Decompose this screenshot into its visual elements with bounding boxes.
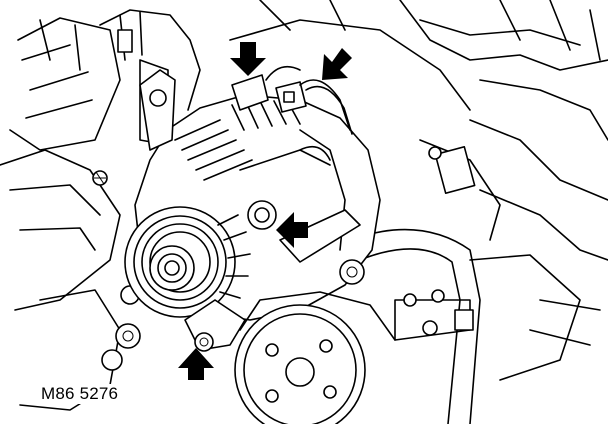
alternator (124, 69, 381, 352)
engine-bay-right-background (229, 0, 608, 381)
callout-arrow-connector-left (230, 42, 266, 76)
callout-arrow-bolt-lower (178, 348, 214, 380)
callout-arrow-bolt-upper (276, 212, 308, 248)
alternator-connectors (231, 65, 353, 161)
crankshaft-pulley (234, 291, 396, 424)
coolant-hose (349, 228, 481, 424)
callout-arrow-connector-right (322, 48, 352, 80)
figure-reference-label: M86 5276 (38, 384, 122, 404)
engine-block-background (0, 9, 201, 411)
